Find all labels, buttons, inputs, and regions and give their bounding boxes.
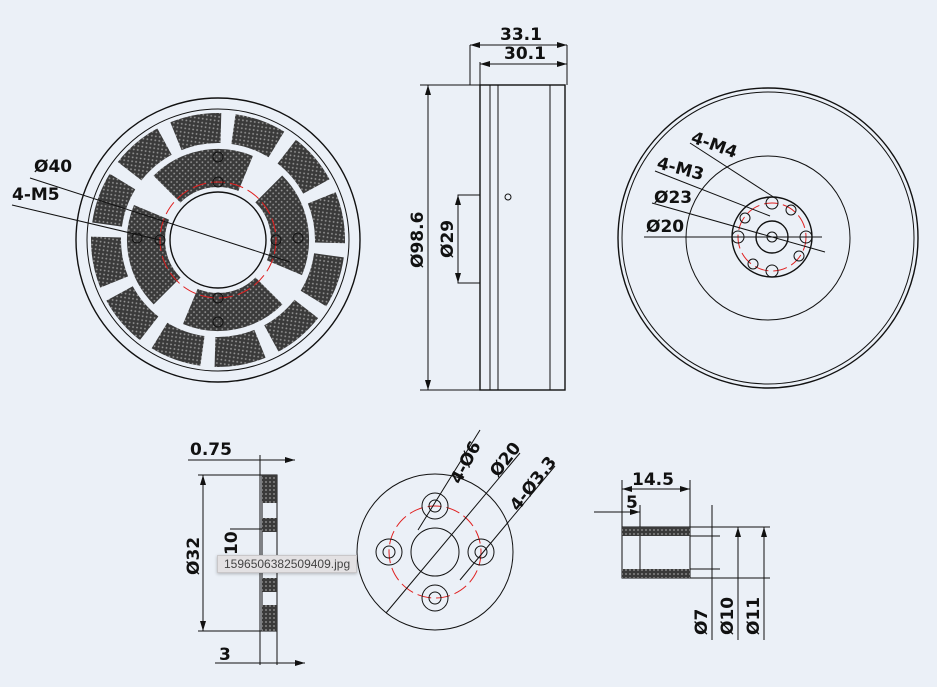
side-view: 33.1 30.1 Ø98.6 Ø29 (408, 25, 568, 391)
outer-vent-pads (90, 112, 345, 367)
label-d32: Ø32 (184, 537, 204, 575)
label-5: 5 (626, 493, 638, 513)
inner-vent-pads (126, 149, 309, 331)
bushing-section: 14.5 5 Ø7 Ø10 Ø11 (594, 470, 770, 640)
label-4-d6: 4-Ø6 (447, 438, 486, 487)
label-d20: Ø20 (646, 217, 684, 237)
label-d10: Ø10 (718, 597, 738, 635)
mount-holes (131, 151, 304, 328)
label-4-m4: 4-M4 (688, 128, 740, 163)
label-33-1: 33.1 (500, 25, 542, 45)
washer-section: 0.75 Ø32 10 3 (184, 440, 305, 666)
label-0-75: 0.75 (190, 440, 232, 460)
label-flange-d20: Ø20 (486, 439, 525, 481)
label-10: 10 (222, 531, 242, 555)
label-d7: Ø7 (692, 609, 712, 635)
rear-view: 4-M4 4-M3 Ø23 Ø20 (617, 87, 919, 389)
label-d23: Ø23 (654, 188, 692, 208)
filename-tooltip: 1596506382509409.jpg (217, 555, 358, 573)
label-d29: Ø29 (438, 220, 458, 258)
front-view: Ø40 4-M5 (11, 97, 361, 383)
flange-front: 4-Ø6 Ø20 4-Ø3.3 (356, 429, 561, 631)
label-d40: Ø40 (34, 157, 72, 177)
label-3: 3 (219, 645, 231, 665)
label-d11: Ø11 (744, 597, 764, 635)
label-4-m5: 4-M5 (12, 185, 60, 205)
label-30-1: 30.1 (504, 44, 546, 64)
label-d98-6: Ø98.6 (408, 212, 428, 268)
label-14-5: 14.5 (632, 470, 674, 490)
